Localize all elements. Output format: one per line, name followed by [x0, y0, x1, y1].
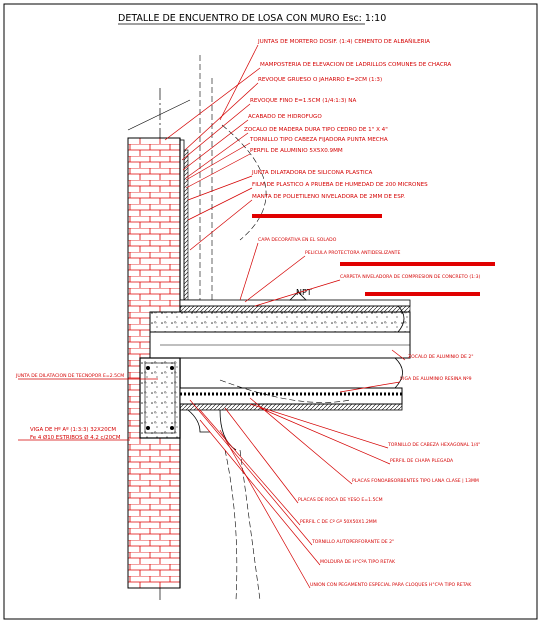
label-group-middle: CAPA DECORATIVA EN EL SOLADO PELICULA PR…	[258, 237, 481, 382]
drawing-title: DETALLE DE ENCUENTRO DE LOSA CON MURO Es…	[118, 13, 386, 24]
label-junta-silicona: JUNTA DILATADORA DE SILICONA PLASTICA	[251, 170, 373, 176]
label-tornillo-hex: TORNILLO DE CABEZA HEXAGONAL 1/4"	[387, 442, 480, 448]
ceiling-profile	[179, 387, 403, 405]
label-carpeta: CARPETA NIVELADORA DE COMPRESION DE CONC…	[340, 274, 481, 280]
label-capa-decorativa: CAPA DECORATIVA EN EL SOLADO	[258, 237, 337, 243]
rebar	[170, 366, 174, 370]
rebar	[146, 366, 150, 370]
gypsum-board	[179, 403, 403, 411]
label-perfil-aluminio: PERFIL DE ALUMINIO 5X5X0.9MM	[250, 148, 343, 154]
label-revoque-grueso: REVOQUE GRUESO O JAHARRO E=2CM (1:3)	[258, 77, 382, 83]
label-junta-dilatacion: JUNTA DE DILATACION DE TECNOPOR E=2.5CM	[15, 373, 124, 379]
label-zocalo: ZOCALO DE MADERA DURA TIPO CEDRO DE 1" X…	[244, 127, 388, 133]
label-revoque-fino: REVOQUE FINO E=1.5CM (1/4:1:3) NA	[250, 98, 356, 104]
label-moldura: MOLDURA DE H°CºA TIPO RETAK	[320, 559, 396, 565]
label-acabado: ACABADO DE HIDROFUGO	[248, 114, 322, 120]
profile-end	[394, 357, 403, 389]
label-mamposteria: MAMPOSTERIA DE ELEVACION DE LADRILLOS CO…	[260, 62, 451, 68]
floor-finish	[179, 299, 411, 307]
slab-edge-cap	[397, 305, 405, 333]
label-group-left: JUNTA DE DILATACION DE TECNOPOR E=2.5CM …	[15, 373, 124, 441]
label-perfil-chapa: PERFIL DE CHAPA PLEGADA	[390, 458, 454, 464]
label-film: FILM DE PLASTICO A PRUEBA DE HUMEDAD DE …	[252, 182, 428, 188]
label-juntas: JUNTAS DE MORTERO DOSIF. (1:4) CEMENTO D…	[257, 38, 430, 45]
rebar	[170, 426, 174, 430]
label-placas-roca: PLACAS DE ROCA DE YESO E=1.5CM	[298, 497, 383, 503]
level-mark: NPT	[296, 288, 312, 297]
level-triangle	[289, 291, 307, 301]
label-group-bottom: TORNILLO DE CABEZA HEXAGONAL 1/4" PERFIL…	[298, 442, 480, 588]
stirrup	[144, 362, 176, 434]
dim-line	[224, 449, 238, 601]
label-viga-2: Fe 4 Ø10 ESTRIBOS Ø 4.2 c/20CM	[30, 434, 121, 441]
label-manta: MANTA DE POLIETILENO NIVELADORA DE 2MM D…	[252, 194, 405, 200]
leader-lines	[18, 44, 406, 589]
dim-tick	[127, 99, 191, 131]
label-perfil-c: PERFIL C DE Cº Gº 50X50X1.2MM	[300, 519, 377, 525]
label-tornillo-mecha: TORNILLO TIPO CABEZA FIJADORA PUNTA MECH…	[249, 137, 388, 143]
label-placas-fono: PLACAS FONOABSORBENTES TIPO LANA CLASE |…	[352, 478, 479, 484]
label-union: UNION CON PEGAMENTO ESPECIAL PARA CLOQUE…	[310, 582, 472, 588]
label-zocalo-aluminio: ZOCALO DE ALUMINIO DE 2"	[408, 354, 473, 360]
plaster-layer	[179, 139, 185, 301]
levelling-screed	[179, 305, 411, 313]
concrete-slab	[149, 311, 411, 333]
concrete-beam	[139, 357, 181, 439]
ceiling-molding	[187, 409, 210, 433]
rebar	[146, 426, 150, 430]
dim-curve	[221, 124, 267, 241]
skirting-board	[183, 149, 189, 301]
label-pelicula: PELICULA PROTECTORA ANTIDESLIZANTE	[305, 250, 400, 256]
label-tornillo-auto: TORNILLO AUTOPERFORANTE DE 2"	[311, 539, 394, 545]
label-viga-aluminio: VIGA DE ALUMINIO RESINA Nº9	[400, 376, 472, 382]
dim-curve	[219, 379, 351, 403]
label-viga-1: VIGA DE Hº Aº (1:3:3) 32X20CM	[30, 426, 116, 433]
label-group-top: JUNTAS DE MORTERO DOSIF. (1:4) CEMENTO D…	[244, 38, 451, 200]
dim-line	[239, 449, 261, 601]
sheet-border	[3, 3, 538, 620]
